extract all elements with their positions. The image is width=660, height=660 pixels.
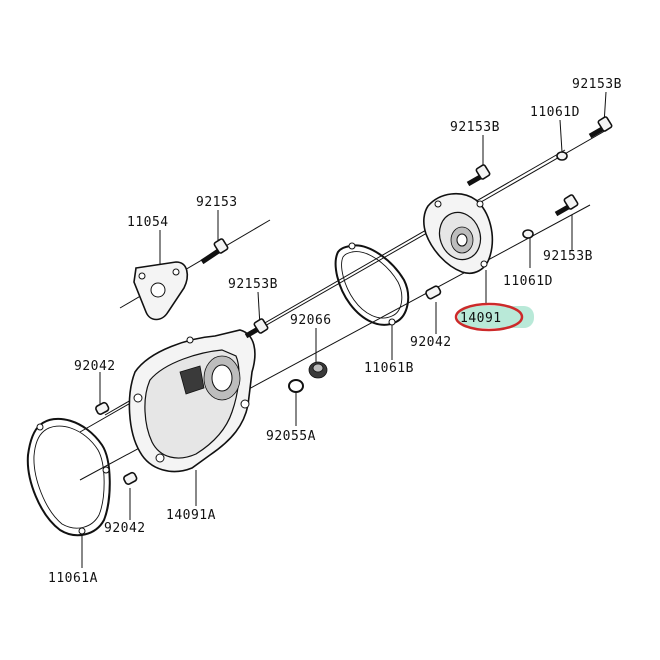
label-92042-bottom: 92042 bbox=[104, 521, 146, 536]
bolt-92153B-left bbox=[244, 318, 269, 339]
cover-14091A-bore bbox=[211, 364, 233, 392]
bolt-92153B-top bbox=[588, 116, 613, 139]
cover-14091A-hole bbox=[240, 399, 250, 409]
label-11061D-right: 11061D bbox=[503, 274, 553, 289]
cover-14091-hole bbox=[480, 260, 488, 268]
part-labels: 92153B 11061D 92153B 92153 11054 92153B … bbox=[48, 77, 622, 586]
label-92153B-mid: 92153B bbox=[450, 120, 500, 135]
cover-14091-hole bbox=[434, 200, 442, 208]
gasket-11061A bbox=[26, 417, 111, 537]
pin-body bbox=[95, 401, 110, 415]
cover-14091A bbox=[128, 329, 256, 473]
label-92066: 92066 bbox=[290, 313, 332, 328]
label-11061A: 11061A bbox=[48, 571, 98, 586]
label-92042-right: 92042 bbox=[410, 335, 452, 350]
bolt-head bbox=[213, 238, 229, 254]
plug-92066 bbox=[308, 361, 328, 379]
label-92153B-right: 92153B bbox=[543, 249, 593, 264]
label-92153: 92153 bbox=[196, 195, 238, 210]
bolt-92153B-right bbox=[554, 194, 579, 217]
cover-14091-hole bbox=[476, 200, 484, 208]
label-92055A: 92055A bbox=[266, 429, 316, 444]
cover-14091A-hole bbox=[133, 393, 143, 403]
label-11061B: 11061B bbox=[364, 361, 414, 376]
label-92153B-left: 92153B bbox=[228, 277, 278, 292]
bolt-shank bbox=[200, 247, 222, 265]
highlight-14091 bbox=[454, 302, 534, 332]
gasket-11061B bbox=[334, 242, 410, 326]
bracket-11054-hole bbox=[138, 272, 146, 280]
dowel-pin-92042-right bbox=[425, 285, 442, 300]
dowel-pin-92042-bottom bbox=[123, 471, 138, 485]
gasket-11061A-inner bbox=[33, 425, 105, 529]
dowel-pin-92042-left bbox=[95, 401, 110, 415]
washer-ring bbox=[556, 151, 568, 161]
label-92042-left: 92042 bbox=[74, 359, 116, 374]
bolt-92153 bbox=[200, 238, 229, 265]
cover-14091A-hole bbox=[186, 336, 194, 344]
bolt-head bbox=[563, 194, 579, 210]
bolt-head bbox=[475, 164, 491, 180]
gasket-11061A-outer bbox=[26, 417, 111, 537]
label-14091A: 14091A bbox=[166, 508, 216, 523]
bolt-head bbox=[597, 116, 613, 132]
leader-11061D-top bbox=[559, 119, 563, 153]
gasket-11061B-outer bbox=[334, 244, 410, 326]
cover-14091-bore bbox=[456, 233, 468, 247]
washer-11061D-top bbox=[556, 151, 568, 161]
gasket-11061B-hole bbox=[388, 318, 396, 326]
gasket-11061A-hole bbox=[78, 527, 86, 535]
label-92153B-top: 92153B bbox=[572, 77, 622, 92]
cover-14091A-rib bbox=[179, 365, 205, 395]
o-ring-body bbox=[288, 379, 304, 393]
gasket-11061B-inner bbox=[341, 251, 403, 319]
washer-ring bbox=[522, 229, 534, 239]
label-11054: 11054 bbox=[127, 215, 169, 230]
cover-14091A-hole bbox=[155, 453, 165, 463]
gasket-11061A-hole bbox=[36, 423, 44, 431]
label-11061D-top: 11061D bbox=[530, 105, 580, 120]
label-leaders bbox=[81, 91, 607, 568]
bracket-11054 bbox=[133, 261, 189, 321]
gasket-11061B-hole bbox=[348, 242, 356, 250]
label-14091: 14091 bbox=[460, 311, 502, 326]
highlight-ring bbox=[454, 302, 524, 332]
pin-body bbox=[425, 285, 442, 300]
cover-14091 bbox=[423, 193, 494, 274]
o-ring-92055A bbox=[288, 379, 304, 393]
bracket-11054-hole bbox=[172, 268, 180, 276]
bracket-11054-hole bbox=[150, 282, 166, 298]
washer-11061D-right bbox=[522, 229, 534, 239]
plug-face bbox=[312, 363, 324, 373]
highlight-glow bbox=[458, 306, 534, 328]
bolt-head bbox=[253, 318, 269, 334]
gasket-11061A-hole bbox=[102, 466, 110, 474]
pin-body bbox=[123, 471, 138, 485]
bolt-92153B-mid bbox=[466, 164, 491, 187]
